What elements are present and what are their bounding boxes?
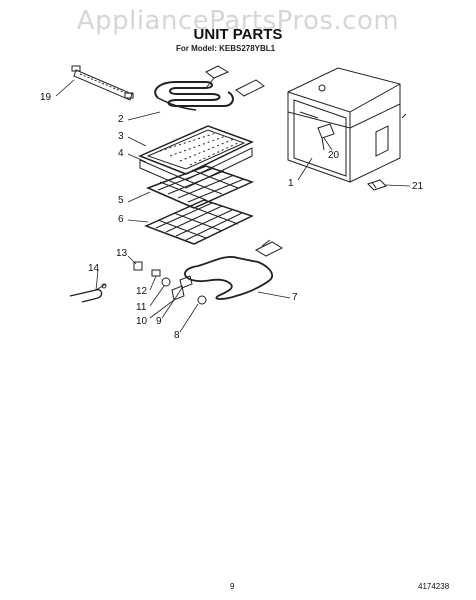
callout-1: 1 (288, 178, 294, 189)
part-3-broiler-pan-grid (138, 125, 254, 175)
part-11-washer (161, 277, 171, 287)
callout-8: 8 (174, 330, 180, 341)
page-number: 9 (230, 582, 235, 591)
callout-5: 5 (118, 195, 124, 206)
part-7-bake-element (184, 239, 284, 300)
callout-21: 21 (412, 181, 424, 192)
part-10-bracket (171, 285, 185, 301)
callout-4: 4 (118, 148, 124, 159)
callout-7: 7 (292, 292, 298, 303)
part-20-bracket (317, 123, 335, 151)
part-1-oven-cavity (287, 67, 407, 183)
callout-12: 12 (136, 286, 148, 297)
part-8-nut (197, 295, 207, 305)
callout-9: 9 (156, 316, 162, 327)
part-19-bracket (71, 65, 134, 101)
callout-14: 14 (88, 263, 100, 274)
callout-2: 2 (118, 114, 124, 125)
part-14-sensor (69, 283, 107, 303)
part-5-oven-rack (146, 165, 255, 209)
callout-13: 13 (116, 248, 128, 259)
model-label: For Model: KEBS278YBL1 (176, 44, 276, 53)
part-12-insulator (151, 269, 161, 277)
part-6-oven-rack (144, 199, 254, 245)
callout-6: 6 (118, 214, 124, 225)
callout-10: 10 (136, 316, 148, 327)
leader-lines (55, 79, 411, 333)
part-13-terminal (133, 261, 143, 271)
part-2-broil-element (154, 65, 265, 111)
page-title: UNIT PARTS (193, 26, 283, 43)
callout-3: 3 (118, 131, 124, 142)
callout-20: 20 (328, 150, 340, 161)
callout-19: 19 (40, 92, 52, 103)
part-21-clip (367, 179, 387, 191)
callout-11: 11 (136, 302, 147, 313)
document-number: 4174238 (418, 582, 450, 591)
watermark: AppliancePartsPros.com (76, 6, 400, 36)
part-9-clip (179, 275, 193, 289)
